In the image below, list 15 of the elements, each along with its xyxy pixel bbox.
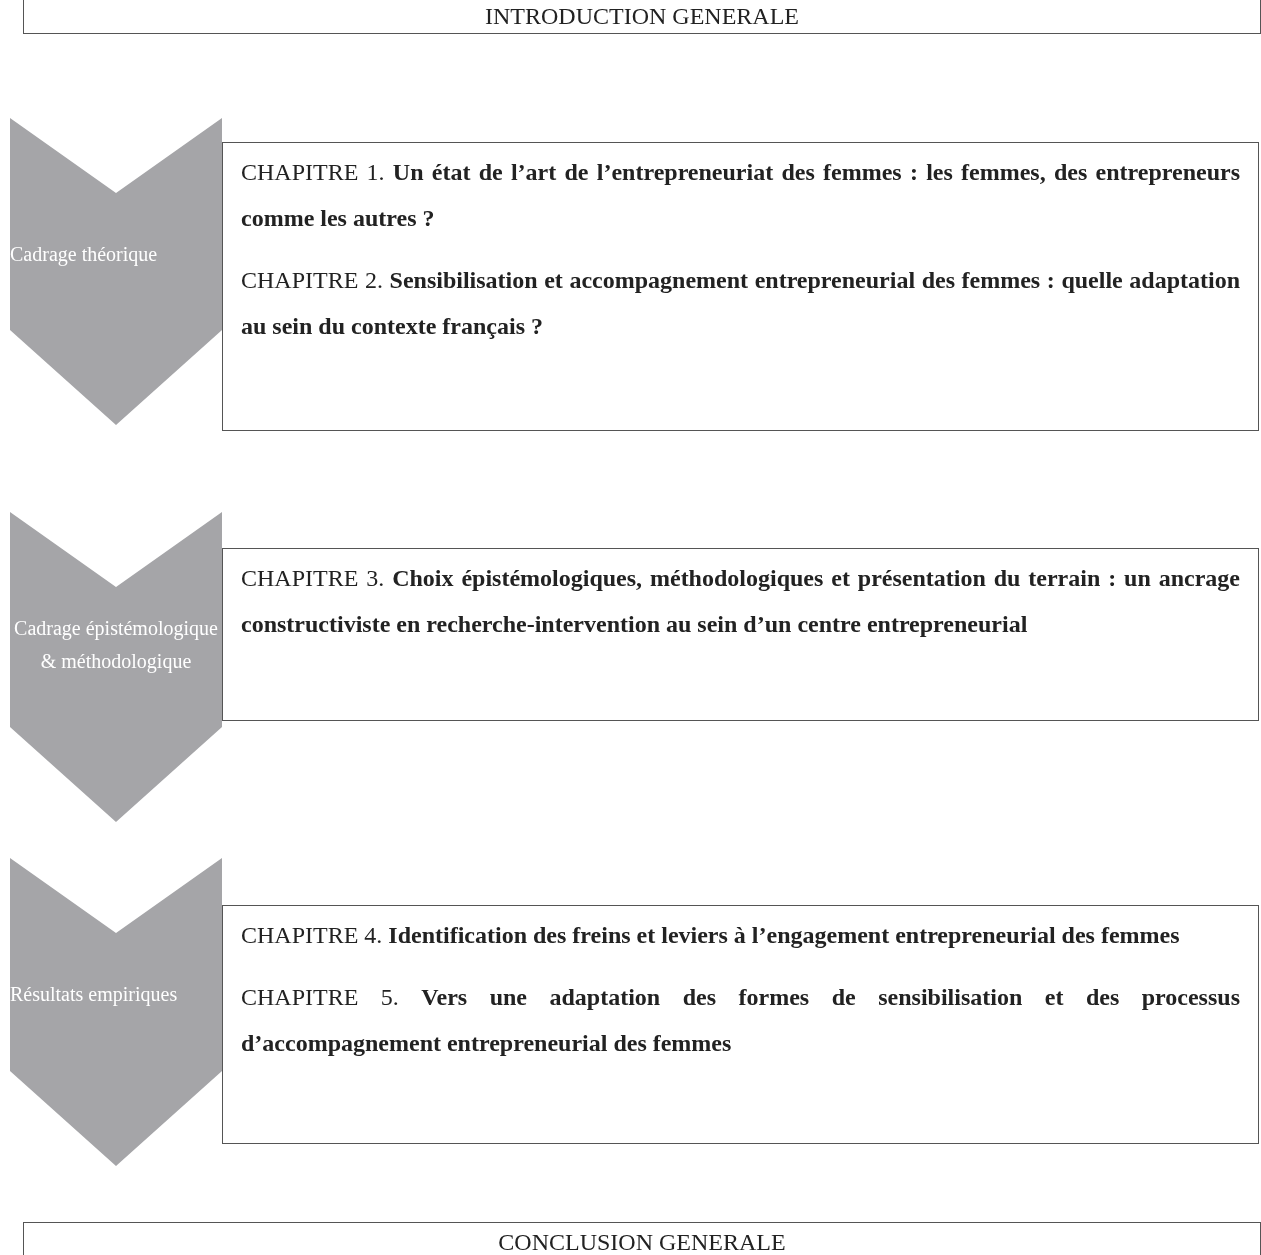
section-title: CONCLUSION GENERALE [498,1228,786,1255]
chapter-box [222,548,1259,721]
chapter-box [222,142,1259,431]
section-band [23,0,1261,34]
chapter-box [222,905,1259,1144]
section-band [23,1222,1261,1255]
phase-label: Cadrage théorique [10,242,158,268]
section-title: INTRODUCTION GENERALE [485,3,799,30]
chapter-title: CHAPITRE 2. Sensibilisation et accompagnement entrepreneurial des femmes : quelle adaptation au sein du contexte français ? [241,266,1240,341]
chapter-title: CHAPITRE 1. Un état de l’art de l’entrepreneuriat des femmes : les femmes, des entrepreneurs comme les autres ? [241,158,1240,233]
chapter-title: CHAPITRE 5. Vers une adaptation des formes de sensibilisation et des processus d’accompagnement entrepreneurial des femmes [241,983,1240,1058]
chapter-title: CHAPITRE 4. Identification des freins et leviers à l’engagement entrepreneurial des femmes [241,921,1181,950]
chapter-title: CHAPITRE 3. Choix épistémologiques, méthodologiques et présentation du terrain : un ancrage constructiviste en recherche-intervention au sein d’un centre entrepreneurial [241,564,1240,639]
phase-label: Résultats empiriques [10,982,178,1008]
phase-label: Cadrage épistémologique & méthodologique [13,616,219,675]
